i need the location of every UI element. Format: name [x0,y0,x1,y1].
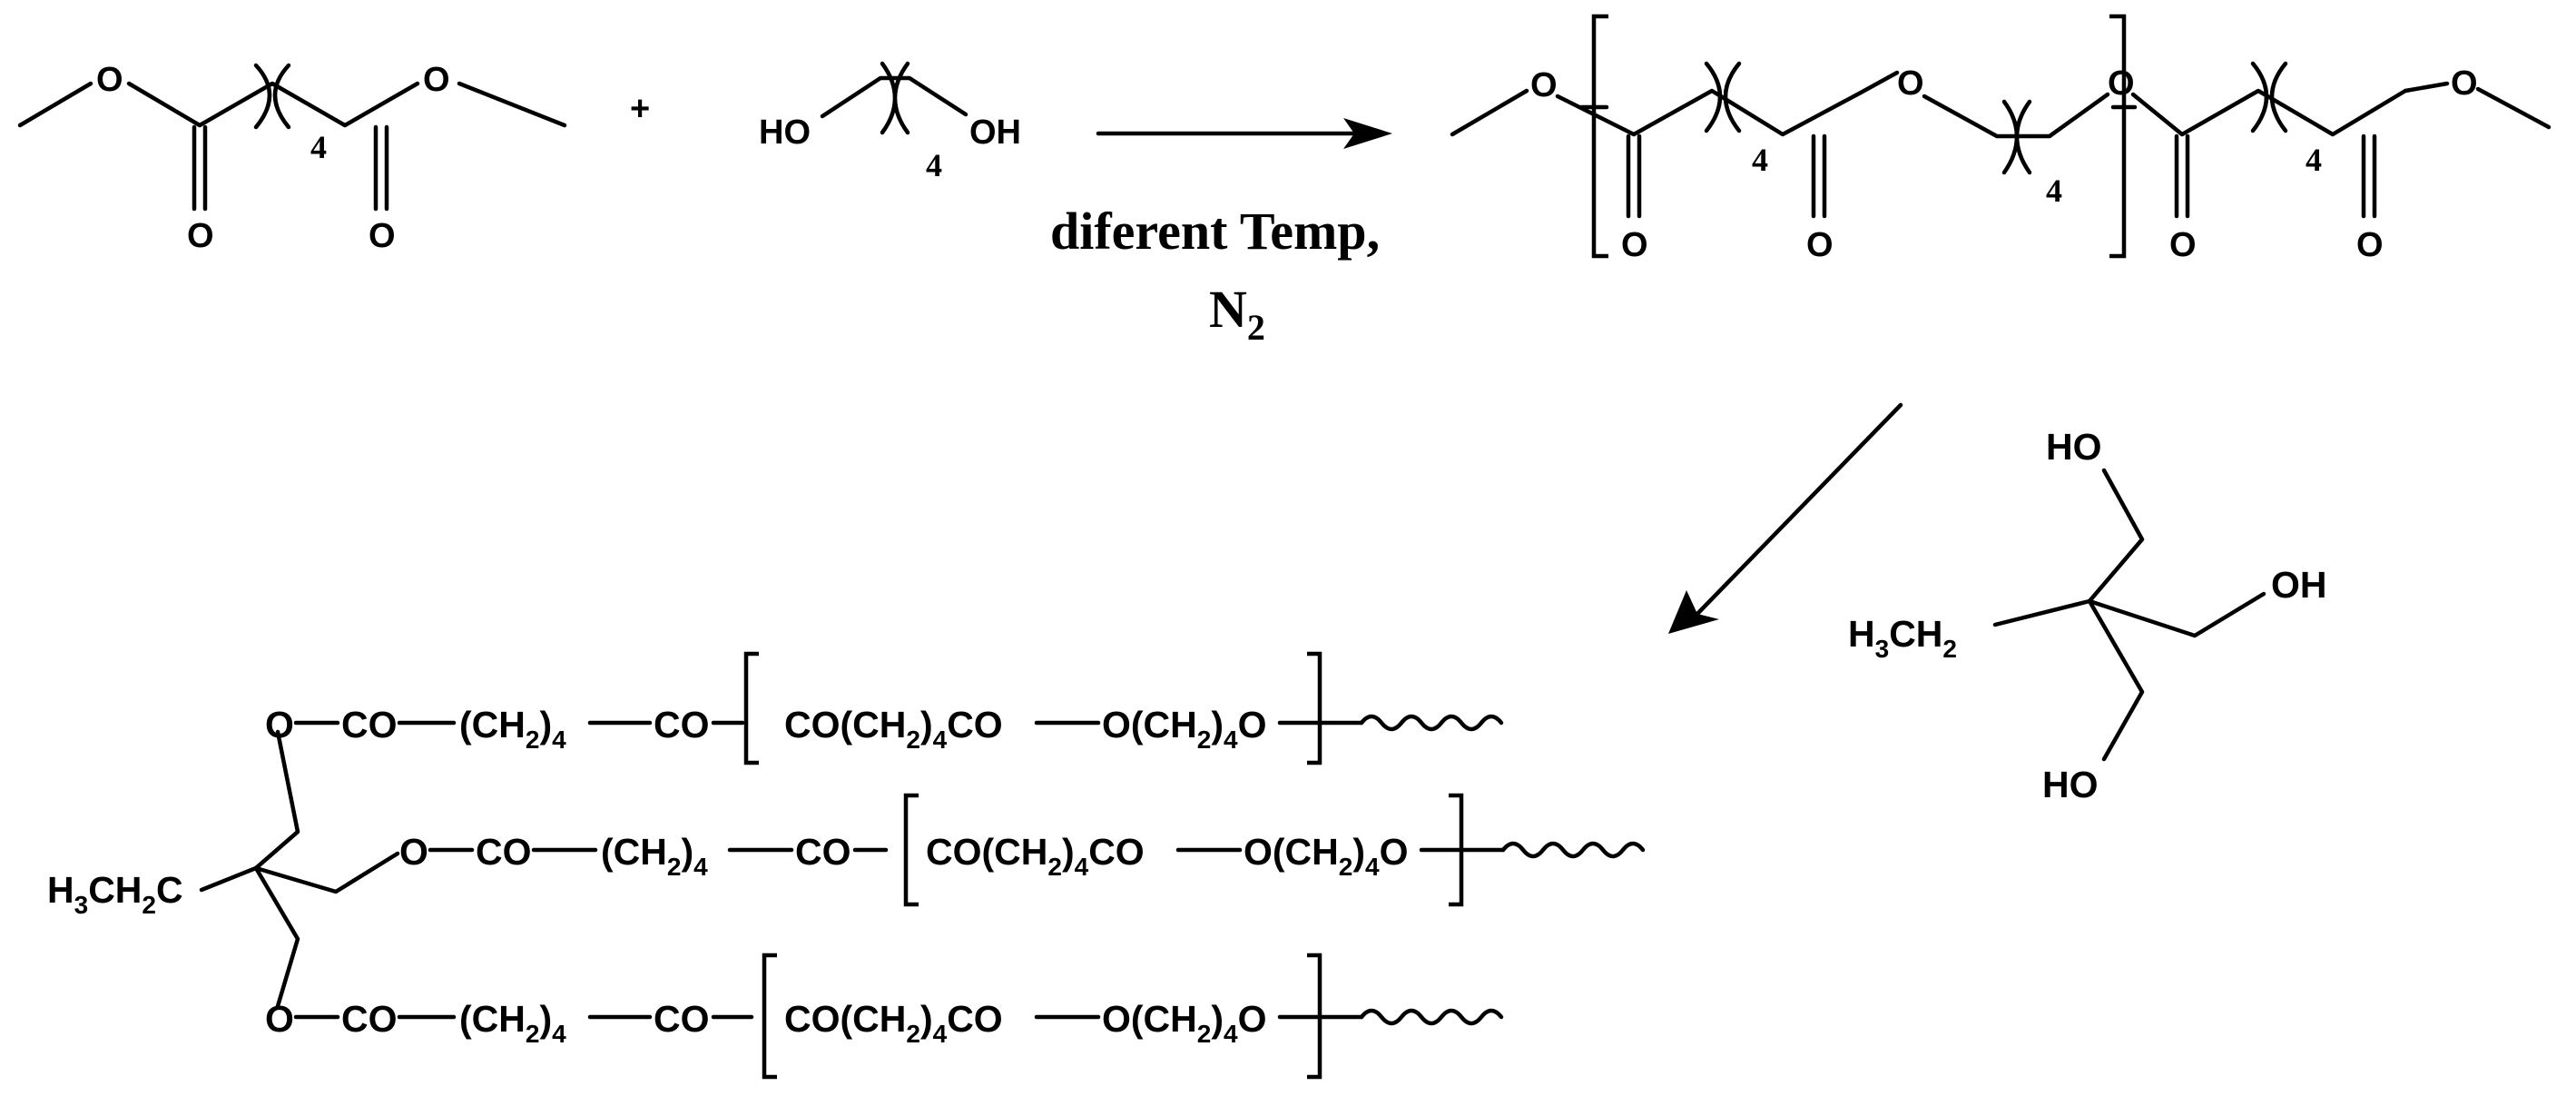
oligomer-bracket-right [2109,14,2127,259]
chain2-ester-oxygen: O [399,831,428,873]
chain3-repeat-butylene: O(CH2)4O [1102,998,1266,1048]
oligomer-chain-2 [2130,88,2408,137]
reactant1-ester-oxygen-right: O [423,61,450,99]
reactant2-hydroxyl-right: OH [969,114,1021,152]
reactant1-repeat-paren [253,63,291,130]
reactant2-repeat-paren [880,61,910,135]
chain3-carbonyl: CO [341,998,398,1040]
reactant1-backbone [17,81,93,128]
chain1-repeat-butylene: O(CH2)4O [1102,704,1266,754]
oligomer-chain-1 [1555,70,1900,137]
oligomer-repeat-paren-3 [2250,61,2288,133]
oligomer: O 4 O O O 4 O 4 O O O [1450,14,2551,264]
oligomer-repeat-paren-2 [2001,99,2032,175]
chain2-wavy-continuation [1500,841,1646,859]
reactant1-backbone-2 [126,81,420,128]
chain3-carbonyl-2: CO [654,998,710,1040]
product-core-arm-bottom [253,865,300,1009]
chain3-ester-oxygen: O [265,998,294,1040]
reaction-condition-temperature: diferent Temp, [1050,202,1380,261]
reactant1-backbone-3 [457,81,567,128]
reactant1-carbonyl-oxygen-right: O [369,217,396,255]
reactant1-carbonyl-oxygen-left: O [187,217,214,255]
tmp-arm-bottom [2087,598,2145,762]
oligomer-repeat-count-3: 4 [2306,142,2322,178]
oligomer-link-oxygen-1: O [1897,64,1924,103]
tmp-hydroxyl-top: HO [2046,426,2102,468]
oligomer-methyl-end-right [2403,81,2450,94]
reactant2-repeat-count: 4 [926,147,942,183]
chain1-carbonyl: CO [341,704,398,745]
chain2-carbonyl: CO [476,831,532,873]
chain1-carbonyl-2: CO [654,704,710,745]
chain2-carbonyl-2: CO [795,831,851,873]
chain1-wavy-continuation [1359,714,1504,732]
chain2-bracket-left [903,793,919,907]
chain3-wavy-continuation [1359,1008,1504,1026]
chain3-repeat-adipate: CO(CH2)4CO [784,998,1003,1048]
tmp-hydroxyl-bottom: HO [2042,764,2099,805]
branched-product: H3CH2C O CO (CH2)4 CO CO(CH2)4CO O(CH2)4… [47,651,1646,1080]
chain2-repeat-butylene: O(CH2)4O [1244,831,1408,881]
oligomer-carbonyl-oxygen-4: O [2356,226,2384,264]
oligomer-repeat-paren-1 [1704,61,1742,133]
oligomer-butylene-link [1922,92,2110,139]
oligomer-carbonyl-oxygen-1: O [1621,226,1648,264]
reactant1-ester-oxygen-left: O [96,61,123,99]
oligomer-bracket-left [1591,14,1608,259]
reactant2-hydroxyl-left: HO [759,114,811,152]
reactant-dimethyl-adipate: O O O O 4 [17,61,567,255]
product-chain-middle: O CO (CH2)4 CO CO(CH2)4CO O(CH2)4O [399,793,1646,907]
product-core-bond-ethyl [199,865,259,893]
reactant1-repeat-count: 4 [310,129,327,165]
chain2-methylene: (CH2)4 [601,831,708,881]
chain3-methylene: (CH2)4 [459,998,566,1048]
chain1-ester-oxygen: O [265,704,294,745]
oligomer-repeat-count-1: 4 [1752,142,1768,178]
tmp-arm-top [2087,468,2145,604]
product-chain-top: O CO (CH2)4 CO CO(CH2)4CO O(CH2)4O [265,651,1504,765]
diagonal-arrow-head [1668,590,1719,634]
reaction-arrow: diferent Temp, N2 [1050,118,1392,348]
arrow-head [1343,118,1392,149]
product-core-arm-middle [253,851,400,894]
chain1-bracket-left [743,651,759,765]
reactant2-backbone [820,75,968,119]
oligomer-methyl-end-left [1450,88,1529,137]
chain1-bracket-right [1307,651,1322,765]
second-reaction-arrow [1668,402,1903,634]
reactant-butanediol: HO OH 4 [759,61,1021,183]
tmp-arm-right [2087,591,2266,638]
diagonal-arrow-shaft [1695,402,1903,617]
oligomer-repeat-count-2: 4 [2046,173,2062,209]
chain2-repeat-adipate: CO(CH2)4CO [926,831,1145,881]
product-chain-bottom: O CO (CH2)4 CO CO(CH2)4CO O(CH2)4O [265,953,1504,1080]
tmp-ethyl-bond [1992,598,2092,627]
chain3-bracket-left [762,953,777,1080]
reaction-condition-atmosphere: N2 [1209,280,1265,348]
product-core-arm-top [253,729,300,871]
chain1-methylene: (CH2)4 [459,704,566,754]
tmp-hydroxyl-right: OH [2271,564,2327,606]
chain1-repeat-adipate: CO(CH2)4CO [784,704,1003,754]
tmp-ethyl-group: H3CH2 [1848,613,1957,663]
oligomer-carbonyl-oxygen-2: O [1806,226,1834,264]
plus-sign: + [630,90,650,128]
trimethylolpropane: H3CH2 HO OH HO [1848,426,2327,805]
oligomer-ester-oxygen-left: O [1530,66,1558,104]
oligomer-ester-oxygen-right: O [2451,64,2478,103]
oligomer-link-oxygen-2: O [2108,64,2135,103]
product-core-ethyl: H3CH2C [47,869,183,919]
oligomer-methyl-end-right-2 [2475,86,2551,130]
oligomer-carbonyl-oxygen-3: O [2169,226,2197,264]
